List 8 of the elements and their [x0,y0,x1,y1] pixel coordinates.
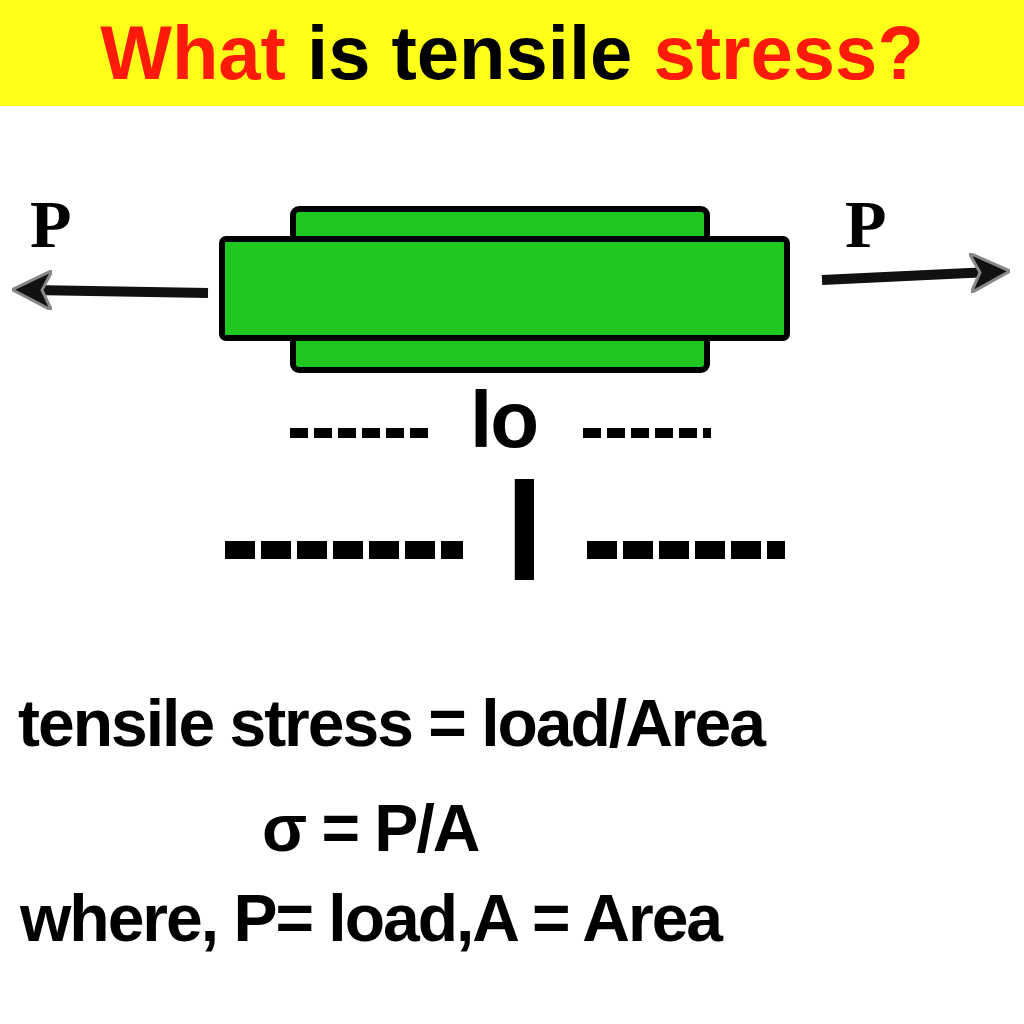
title: What is tensile stress? [100,15,924,91]
force-label: P [30,190,70,258]
formula-text: tensile stress = load/Area [18,690,764,756]
force-label: P [845,190,885,258]
formula-text: where, P= load,A = Area [20,885,722,951]
formula-text: σ = P/A [262,795,479,861]
original-length-label: lo [470,380,538,460]
length-label: l [505,462,542,602]
